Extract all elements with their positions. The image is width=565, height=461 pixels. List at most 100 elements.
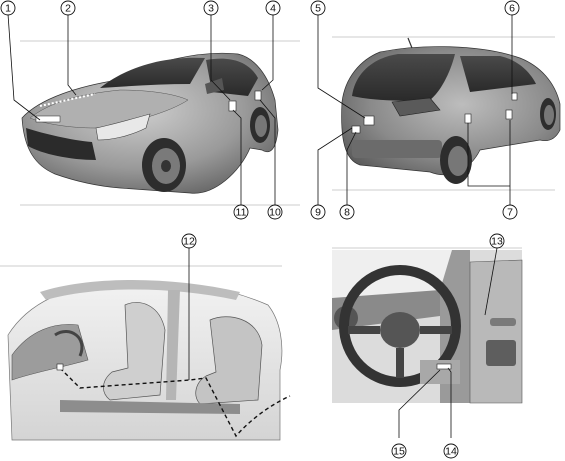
- rear-view-wheel: [440, 136, 472, 184]
- leader-9: [317, 127, 353, 205]
- leader-8: [346, 131, 357, 205]
- front-wheel: [142, 138, 186, 192]
- callout-number: 2: [65, 3, 71, 15]
- leader-13: [484, 247, 498, 316]
- rear-side-windows: [460, 56, 536, 92]
- callout-4: 4: [265, 0, 281, 16]
- callout-number: 3: [208, 3, 214, 15]
- callout-number: 5: [315, 3, 321, 15]
- callout-number: 10: [269, 207, 281, 219]
- rear-exterior-view: [317, 14, 561, 205]
- hood-underside-dashes: [39, 93, 96, 107]
- callout-circle: [310, 0, 326, 16]
- callout-14: 14: [443, 443, 459, 459]
- rear-window: [352, 54, 455, 101]
- callout-number: 12: [183, 236, 195, 248]
- front-seat: [103, 302, 166, 401]
- callout-circle: [489, 233, 505, 249]
- callout-number: 1: [5, 3, 11, 15]
- callout-number: 7: [507, 207, 513, 219]
- callout-3: 3: [203, 0, 219, 16]
- leader-14: [447, 367, 452, 438]
- callout-2: 2: [60, 0, 76, 16]
- rear-antenna: [407, 37, 413, 49]
- front-exterior-view: [7, 13, 300, 206]
- callout-10: 10: [267, 204, 283, 220]
- lower-dash-panel: [420, 360, 460, 384]
- rear-wheel-front-view: [250, 107, 270, 143]
- interior-side-view: [0, 248, 291, 441]
- leader-11: [232, 109, 242, 205]
- leader-1: [7, 13, 41, 121]
- callout-number: 8: [344, 207, 350, 219]
- door-handle: [490, 318, 516, 326]
- tailgate-label-marker: [363, 115, 375, 126]
- front-door-mirror: [205, 78, 224, 94]
- dashboard: [11, 324, 89, 381]
- callout-7: 7: [502, 204, 518, 220]
- rear-door-label-marker: [464, 113, 472, 124]
- callout-12: 12: [181, 233, 197, 249]
- floor-dashed-outline: [59, 367, 291, 438]
- callout-circle: [265, 0, 281, 16]
- callout-circle: [233, 204, 249, 220]
- callout-11: 11: [233, 204, 249, 220]
- roof-liner: [40, 280, 240, 300]
- rear-view-far-wheel: [540, 98, 556, 130]
- door-label-marker-11: [228, 100, 237, 112]
- callout-number: 11: [236, 207, 247, 219]
- callout-number: 9: [315, 207, 321, 219]
- leader-10: [259, 99, 276, 205]
- callout-circle: [443, 443, 459, 459]
- lower-label-marker-14: [436, 363, 452, 370]
- leader-5: [317, 14, 366, 119]
- door-sill: [60, 400, 240, 414]
- callout-15: 15: [391, 443, 407, 459]
- callout-number: 14: [445, 446, 457, 458]
- callout-circle: [339, 204, 355, 220]
- rear-pillar-label-marker: [511, 92, 518, 101]
- callout-circle: [0, 0, 16, 16]
- rear-door-label-marker-2: [505, 109, 513, 120]
- callout-circle: [181, 233, 197, 249]
- callout-number: 15: [393, 446, 405, 458]
- callout-6: 6: [504, 0, 520, 16]
- callout-number: 4: [270, 3, 276, 15]
- callout-circle: [267, 204, 283, 220]
- callout-8: 8: [339, 204, 355, 220]
- leader-2: [67, 14, 77, 96]
- dashboard-top: [332, 290, 440, 330]
- window-switches: [486, 340, 516, 366]
- callout-13: 13: [489, 233, 505, 249]
- door-label-marker-10: [254, 90, 262, 101]
- callout-number: 6: [509, 3, 515, 15]
- steering-wheel-side: [54, 330, 84, 357]
- front-headlight: [95, 113, 151, 141]
- lower-label-marker: [351, 125, 361, 134]
- cockpit-view: [332, 247, 523, 438]
- callout-1: 1: [0, 0, 16, 16]
- rear-bumper: [352, 140, 442, 158]
- hood-label-marker: [35, 115, 61, 123]
- steering-wheel: [339, 265, 461, 387]
- driver-door-panel: [469, 259, 523, 404]
- leader-7: [467, 120, 511, 205]
- front-windshield: [100, 57, 205, 88]
- callout-circle: [60, 0, 76, 16]
- callout-circle: [310, 204, 326, 220]
- b-pillar: [166, 290, 180, 400]
- leader-3: [210, 14, 231, 101]
- callout-9: 9: [310, 204, 326, 220]
- callout-circle: [391, 443, 407, 459]
- front-grille: [26, 128, 96, 160]
- leader-4: [261, 14, 274, 91]
- callout-circle: [203, 0, 219, 16]
- rear-taillight: [391, 97, 441, 117]
- leader-15: [398, 369, 441, 438]
- callout-5: 5: [310, 0, 326, 16]
- callout-circle: [502, 204, 518, 220]
- sill-label-marker: [56, 363, 64, 371]
- callout-circle: [504, 0, 520, 16]
